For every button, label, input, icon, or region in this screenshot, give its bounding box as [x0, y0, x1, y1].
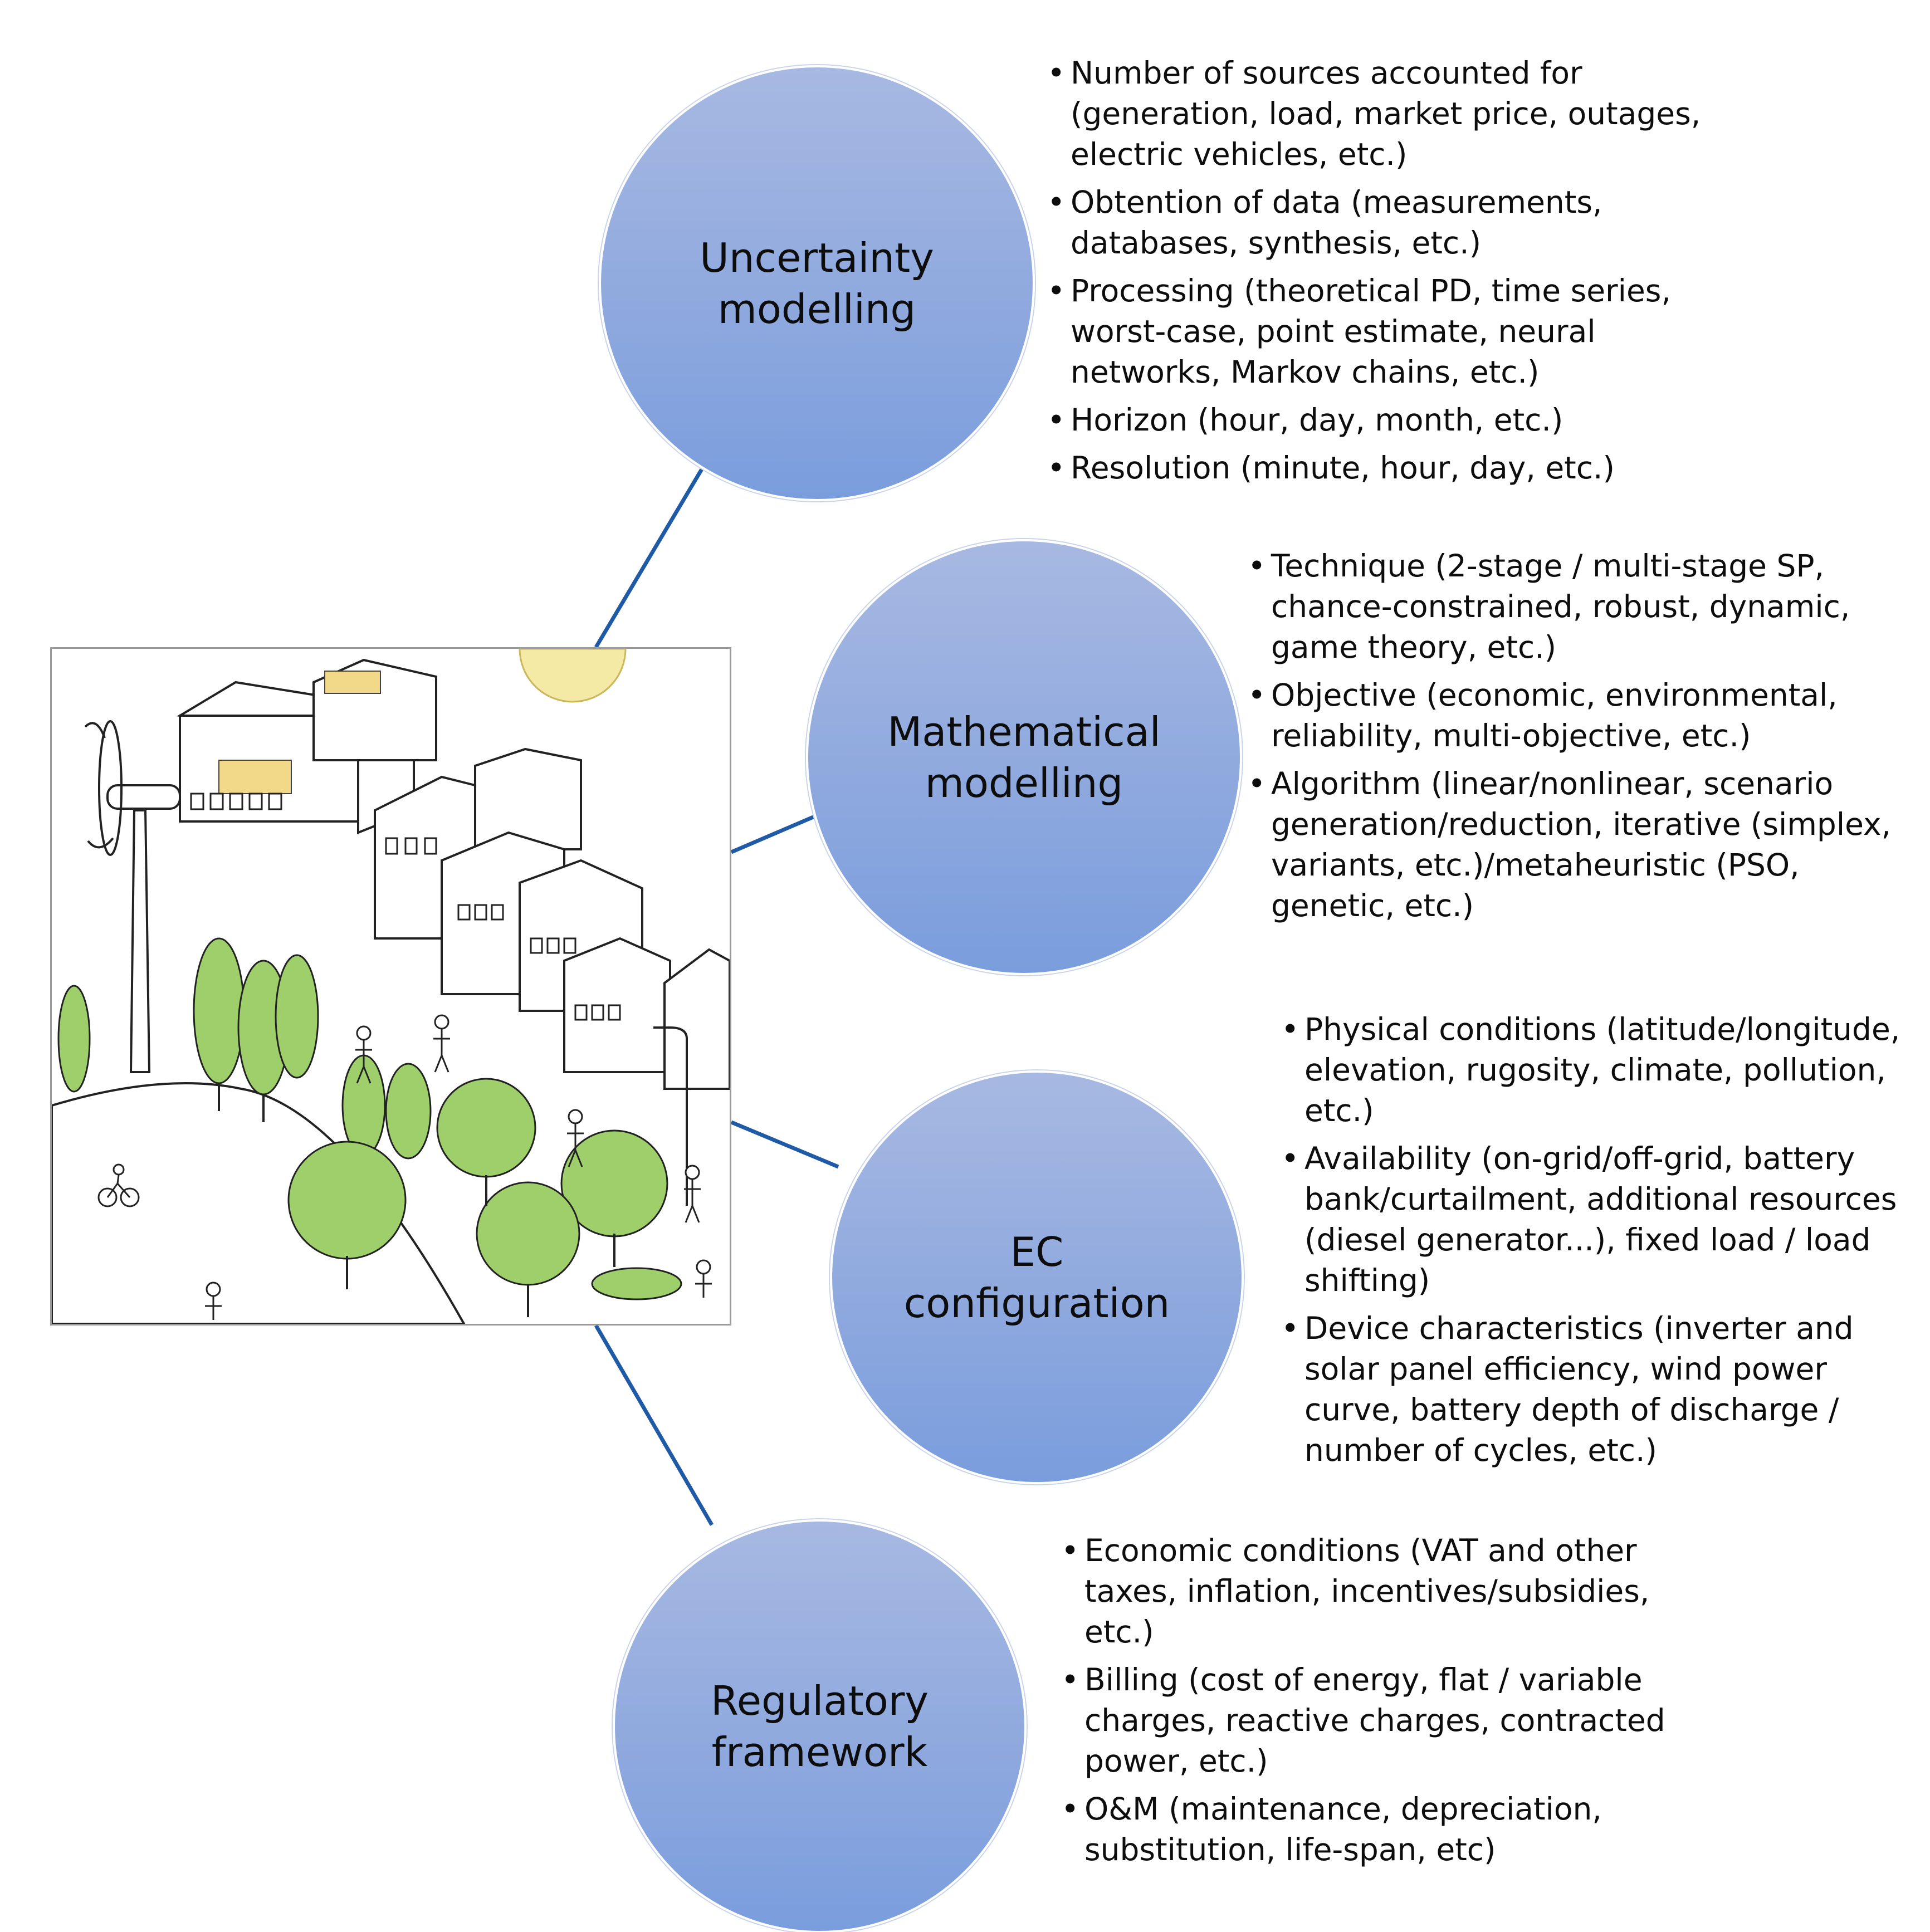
node-regulatory-framework: Regulatory framework	[613, 1519, 1027, 1932]
street-lamp-icon	[653, 1026, 688, 1206]
node-label-ec: EC configuration	[903, 1228, 1170, 1327]
bullets-regulatory: Economic conditions (VAT and other taxes…	[1061, 1530, 1690, 1877]
hill	[52, 1082, 466, 1324]
connector-uncertainty	[594, 451, 714, 648]
solar-panel-icon	[218, 671, 381, 794]
bullet-item: Algorithm (linear/nonlinear, scenario ge…	[1248, 764, 1911, 926]
bullets-mathematical: Technique (2-stage / multi-stage SP, cha…	[1248, 546, 1911, 933]
bullets-ec: Physical conditions (latitude/longitude,…	[1281, 1009, 1922, 1478]
bullet-item: Resolution (minute, hour, day, etc.)	[1047, 448, 1732, 488]
bullet-item: Availability (on-grid/off-grid, battery …	[1281, 1138, 1922, 1301]
node-ec-configuration: EC configuration	[830, 1070, 1244, 1484]
connector-regulatory	[594, 1324, 714, 1526]
building-windows	[190, 793, 621, 1021]
bullet-item: Objective (economic, environmental, reli…	[1248, 675, 1911, 756]
bullet-item: Physical conditions (latitude/longitude,…	[1281, 1009, 1922, 1131]
person-icon	[205, 1014, 712, 1320]
node-mathematical-modelling: Mathematical modelling	[806, 539, 1242, 975]
bullets-uncertainty: Number of sources accounted for (generat…	[1047, 53, 1732, 496]
bullet-item: Technique (2-stage / multi-stage SP, cha…	[1248, 546, 1911, 668]
bicycle-icon	[97, 1163, 140, 1207]
sun-icon	[519, 649, 627, 703]
wind-turbine-icon	[84, 720, 181, 1073]
bullet-item: Number of sources accounted for (generat…	[1047, 53, 1732, 175]
node-label-mathematical: Mathematical modelling	[887, 708, 1161, 806]
bullet-item: Obtention of data (measurements, databas…	[1047, 182, 1732, 263]
tree-trunks	[218, 1083, 615, 1317]
connector-mathematical	[730, 815, 814, 854]
bullet-item: Processing (theoretical PD, time series,…	[1047, 271, 1732, 393]
bullet-item: O&M (maintenance, depreciation, substitu…	[1061, 1789, 1690, 1870]
node-label-regulatory: Regulatory framework	[710, 1677, 929, 1776]
bullet-item: Horizon (hour, day, month, etc.)	[1047, 400, 1732, 441]
connector-ec	[730, 1120, 839, 1169]
bullet-item: Billing (cost of energy, flat / variable…	[1061, 1660, 1690, 1782]
bullet-item: Economic conditions (VAT and other taxes…	[1061, 1530, 1690, 1652]
community-scene	[52, 649, 730, 1324]
bullet-item: Device characteristics (inverter and sol…	[1281, 1308, 1922, 1471]
node-uncertainty-modelling: Uncertainty modelling	[599, 65, 1035, 501]
energy-community-illustration	[50, 647, 731, 1326]
node-label-uncertainty: Uncertainty modelling	[700, 234, 934, 332]
